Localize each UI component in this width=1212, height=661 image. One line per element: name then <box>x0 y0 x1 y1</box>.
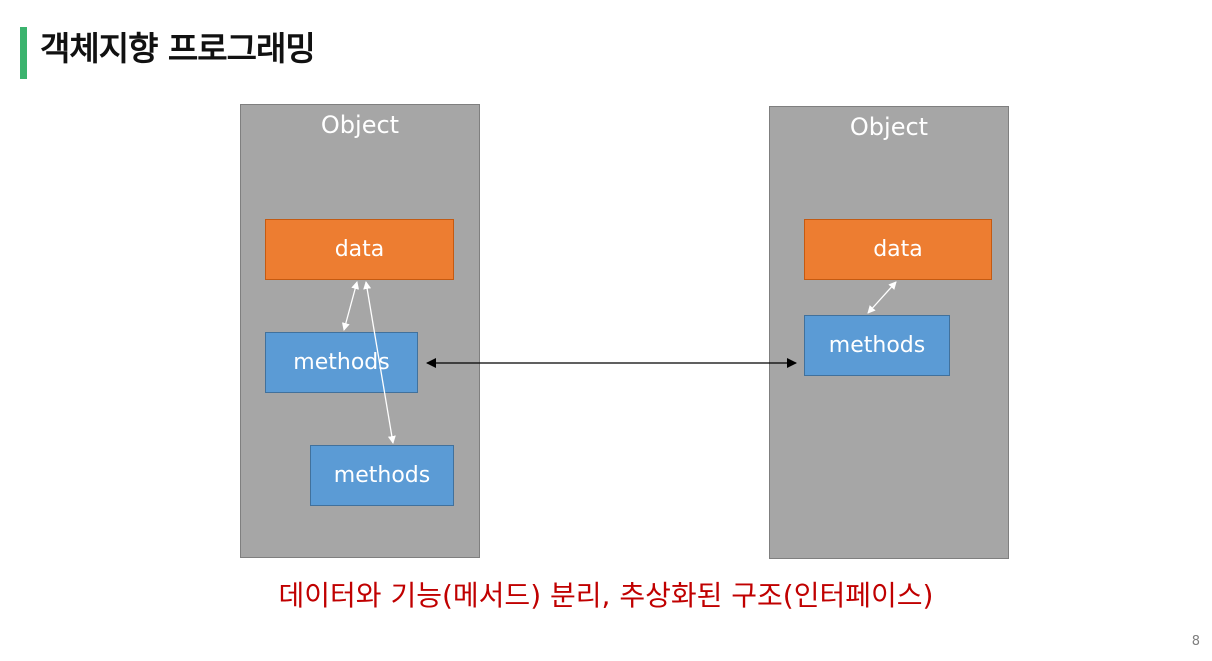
right-object-title: Object <box>849 113 929 141</box>
slide-title: 객체지향 프로그래밍 <box>40 29 316 68</box>
slide-caption: 데이터와 기능(메서드) 분리, 추상화된 구조(인터페이스) <box>278 579 934 612</box>
left-methods-box: methods <box>265 332 418 393</box>
left-data-box: data <box>265 219 454 280</box>
left-methods-box-2: methods <box>310 445 454 506</box>
right-data-box: data <box>804 219 992 280</box>
page-number: 8 <box>1191 634 1200 649</box>
right-methods-box: methods <box>804 315 950 376</box>
title-accent-bar <box>20 27 27 79</box>
left-object-title: Object <box>320 111 400 139</box>
